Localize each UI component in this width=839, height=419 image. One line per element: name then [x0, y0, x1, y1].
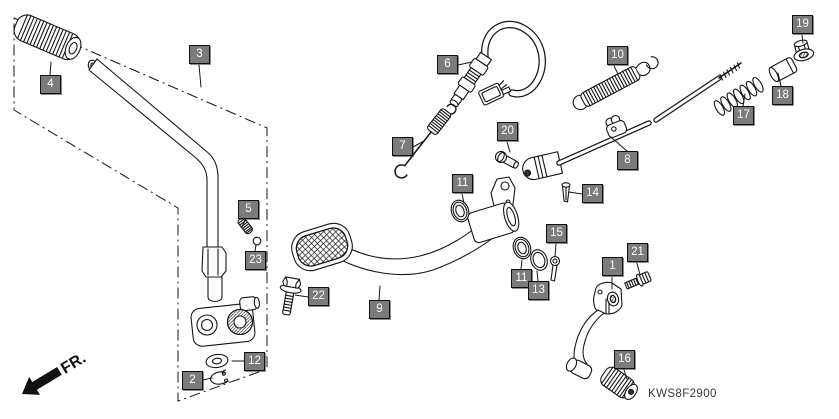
part-spring-17	[713, 76, 764, 116]
callout-2[interactable]: 2	[182, 371, 203, 390]
brake-rod-clevis	[522, 151, 564, 181]
callout-4[interactable]: 4	[40, 75, 61, 94]
fr-label: FR.	[58, 350, 89, 378]
part-return-spring-10	[572, 56, 659, 111]
callout-17[interactable]: 17	[733, 106, 754, 125]
part-brake-pedal	[291, 176, 520, 276]
callout-22[interactable]: 22	[308, 287, 329, 306]
part-ball-23	[252, 236, 262, 246]
callout-9[interactable]: 9	[369, 300, 390, 319]
callout-20[interactable]: 20	[497, 122, 518, 141]
part-adjusting-nut-19	[793, 39, 815, 62]
part-kickstarter-arm	[88, 58, 227, 303]
diagram-code: KWS8F2900	[648, 388, 717, 400]
part-pedal-spring-7	[394, 103, 457, 179]
callout-11-b[interactable]: 11	[511, 269, 532, 288]
part-gearshift-pedal	[565, 281, 623, 380]
fr-arrow-icon	[22, 367, 62, 395]
part-dust-seal-11a	[450, 199, 470, 223]
callout-1[interactable]: 1	[602, 257, 623, 276]
callout-18[interactable]: 18	[772, 86, 793, 105]
part-pin-14	[561, 182, 571, 203]
part-circlip-2	[210, 369, 231, 385]
part-pin-18	[768, 57, 798, 83]
part-bolt-21	[624, 271, 652, 290]
callout-23[interactable]: 23	[245, 251, 266, 270]
part-kickstarter-grip	[13, 14, 82, 61]
callout-6[interactable]: 6	[437, 55, 458, 74]
callout-10[interactable]: 10	[607, 46, 628, 65]
part-dust-seal-11b	[512, 236, 532, 260]
part-washer-12	[205, 353, 229, 369]
part-washer-13	[530, 249, 548, 271]
callout-15[interactable]: 15	[546, 224, 567, 243]
callout-12[interactable]: 12	[244, 352, 265, 371]
part-joint-pin-20	[494, 150, 519, 169]
callout-5[interactable]: 5	[238, 200, 259, 219]
part-bolt-22	[279, 276, 302, 316]
callout-3[interactable]: 3	[189, 45, 210, 64]
assembly-boundary	[13, 17, 268, 402]
callout-13[interactable]: 13	[528, 281, 549, 300]
part-brake-rod	[556, 62, 742, 166]
fr-direction-indicator: FR.	[22, 350, 89, 395]
callout-21[interactable]: 21	[627, 243, 648, 262]
callout-7[interactable]: 7	[392, 137, 413, 156]
kick-arm-pivot-joint	[190, 296, 260, 347]
callout-19[interactable]: 19	[792, 15, 813, 34]
part-brake-cable	[449, 20, 547, 108]
leader-lines	[49, 34, 804, 381]
part-pedal-rubber-16	[600, 366, 638, 401]
callout-11-a[interactable]: 11	[452, 174, 473, 193]
part-cotter-pin-15	[549, 255, 561, 282]
callout-14[interactable]: 14	[582, 184, 603, 203]
part-spring-5	[237, 217, 254, 235]
callout-8[interactable]: 8	[617, 151, 638, 170]
callout-16[interactable]: 16	[614, 350, 635, 369]
